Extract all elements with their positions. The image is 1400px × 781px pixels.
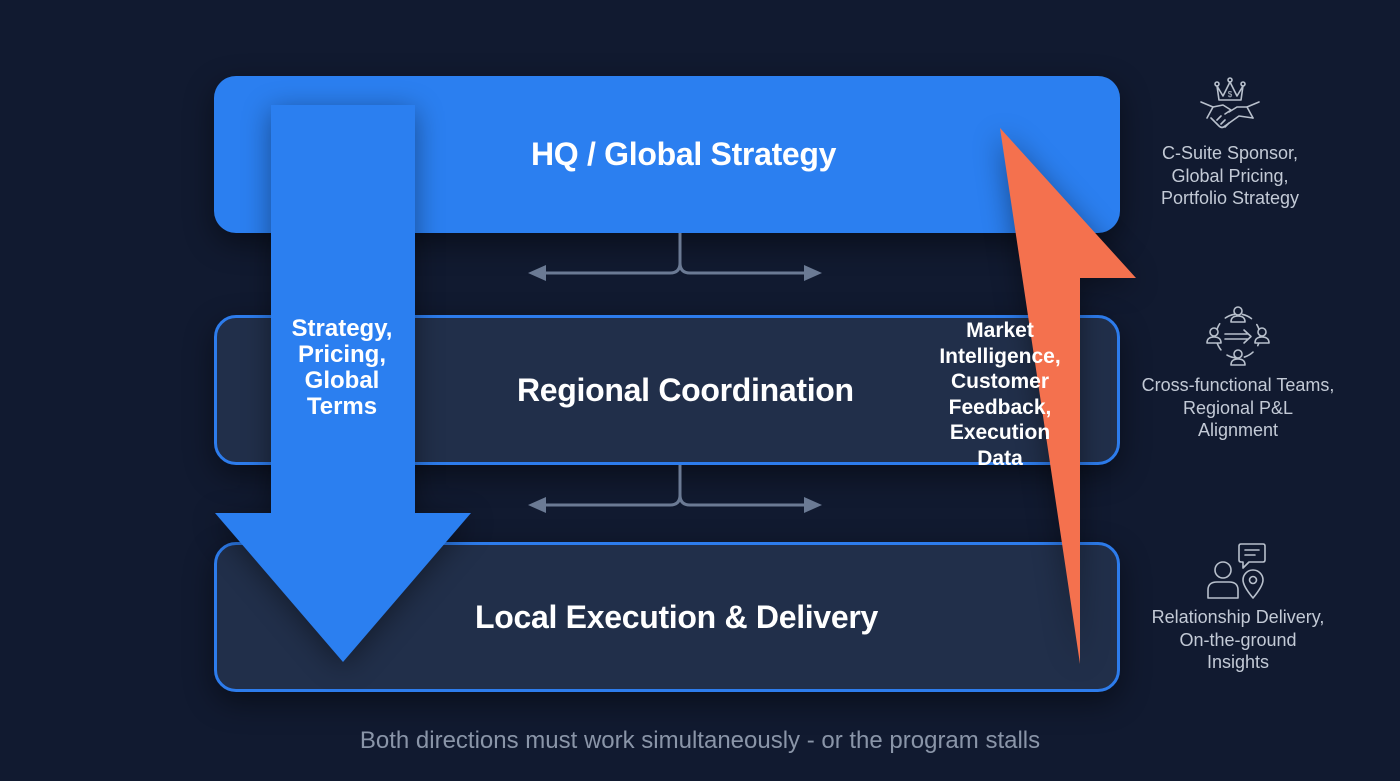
tier-label: Regional Coordination [517,372,854,408]
handshake-crown-dollar-icon: $ [1200,77,1260,129]
bidirectional-connector-icon [528,233,822,281]
up-arrow-icon [1000,128,1136,664]
person-chat-location-icon [1207,543,1266,599]
down-arrow-label: Strategy, Pricing, Global Terms [291,315,393,420]
footer-caption: Both directions must work simultaneously… [359,727,1041,754]
side-note-hq: $ C-Suite Sponsor, Global Pricing, Portf… [1130,76,1330,210]
down-arrow-icon [215,105,471,662]
side-note-regional: Cross-functional Teams, Regional P&L Ali… [1118,304,1358,442]
up-arrow-label: Market Intelligence, Customer Feedback, … [939,319,1061,470]
bidirectional-connector-icon [528,465,822,513]
svg-text:$: $ [1228,90,1233,99]
cross-functional-team-icon [1206,306,1270,366]
side-note-local: Relationship Delivery, On-the-ground Ins… [1138,542,1338,674]
tier-label: HQ / Global Strategy [531,136,837,172]
tier-label: Local Execution & Delivery [475,599,879,635]
